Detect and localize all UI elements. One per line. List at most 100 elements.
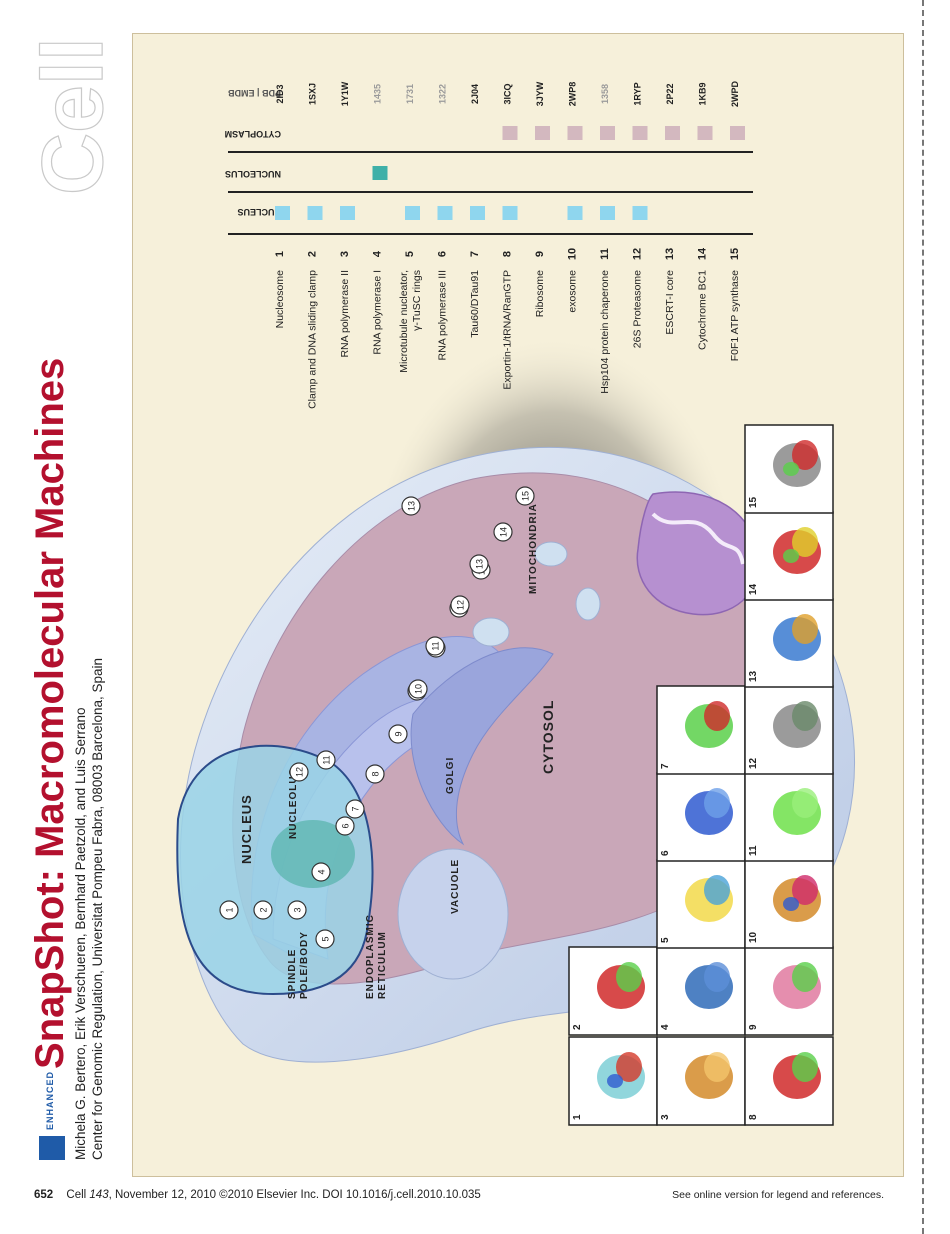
structure-image xyxy=(792,962,818,992)
cell-marker-label: 9 xyxy=(394,731,404,736)
structure-image xyxy=(704,788,730,818)
page-number: 652 xyxy=(34,1189,54,1201)
cell-marker-label: 2 xyxy=(259,907,269,912)
row-number: 5 xyxy=(404,251,416,257)
row-number: 7 xyxy=(469,251,481,257)
structure-image xyxy=(616,1052,642,1082)
enhanced-label: ENHANCED xyxy=(45,1070,55,1130)
thumbnail-number: 3 xyxy=(660,1114,671,1120)
structure-thumbnail: 8 xyxy=(744,1036,834,1126)
cell-marker: 12 xyxy=(289,762,309,782)
cell-marker: 11 xyxy=(425,636,445,656)
pdb-code: 1RYP xyxy=(633,82,643,105)
row-name: RNA polymerase I xyxy=(372,270,384,355)
title-block: ENHANCEDSnapShot: Macromolecular Machine… xyxy=(28,358,118,1180)
pdb-code: 3JYW xyxy=(535,81,545,106)
row-name: RNA polymerase II xyxy=(339,270,351,358)
row-number: 12 xyxy=(632,248,644,260)
structure-thumbnail: 2 xyxy=(568,946,658,1036)
header-pdb-emdb: PDB | EMDB xyxy=(227,88,281,98)
header-nucleus: NUCLEUS xyxy=(237,207,281,217)
nucleus-marker xyxy=(470,206,485,220)
citation-rest: , November 12, 2010 ©2010 Elsevier Inc. … xyxy=(108,1189,481,1201)
structure-image xyxy=(704,962,730,992)
structure-thumbnail: 7 xyxy=(656,685,746,775)
cell-marker: 6 xyxy=(335,816,355,836)
structure-image xyxy=(792,788,818,818)
label-nucleus: NUCLEUS xyxy=(239,794,254,864)
structure-thumbnail: 3 xyxy=(656,1036,746,1126)
cell-marker: 11 xyxy=(316,750,336,770)
cell-marker: 1 xyxy=(219,900,239,920)
label-spindle-2: POLE/BODY xyxy=(299,931,310,999)
row-number: 3 xyxy=(339,251,351,257)
cell-marker-label: 5 xyxy=(321,936,331,941)
cytoplasm-marker xyxy=(600,126,615,140)
row-number: 15 xyxy=(729,248,741,260)
label-spindle: SPINDLE xyxy=(287,949,298,999)
cell-marker: 5 xyxy=(315,929,335,949)
structure-image xyxy=(792,1052,818,1082)
structure-thumbnail: 6 xyxy=(656,772,746,862)
enhanced-icon xyxy=(39,1136,65,1160)
structure-image xyxy=(792,440,818,470)
structure-thumbnail: 1 xyxy=(568,1036,658,1126)
nucleus-marker xyxy=(437,206,453,220)
cell-marker-label: 11 xyxy=(431,641,441,650)
cell-marker-label: 12 xyxy=(456,600,466,610)
cell-marker-label: 14 xyxy=(499,527,509,537)
article-title: ENHANCEDSnapShot: Macromolecular Machine… xyxy=(28,358,72,1160)
row-number: 4 xyxy=(372,250,384,257)
pdb-code: 2WP8 xyxy=(568,82,578,107)
cytoplasm-marker xyxy=(632,126,648,140)
cell-marker-label: 3 xyxy=(293,907,303,912)
cell-marker-label: 13 xyxy=(475,559,485,569)
structure-image xyxy=(783,462,799,476)
pdb-code: 2ID3 xyxy=(275,84,285,103)
title-text: SnapShot: Macromolecular Machines xyxy=(28,357,72,1069)
row-name: Cytochrome BC1 xyxy=(697,270,709,350)
structure-image xyxy=(792,527,818,557)
pdb-code: 1322 xyxy=(438,84,448,104)
structure-thumbnail: 4 xyxy=(656,946,746,1036)
structure-image xyxy=(792,875,818,905)
row-name: ESCRT-I core xyxy=(664,270,676,335)
pdb-code: 3ICQ xyxy=(503,83,513,104)
nucleus-marker xyxy=(275,206,290,220)
structure-thumbnail: 9 xyxy=(744,946,834,1036)
structure-thumbnail: 10 xyxy=(744,859,834,949)
structure-thumbnail: 12 xyxy=(744,685,834,775)
nucleolus-marker xyxy=(372,166,388,180)
cell-marker: 4 xyxy=(311,862,331,882)
label-er-2: RETICULUM xyxy=(377,931,388,999)
cytoplasm-marker xyxy=(730,126,745,140)
structure-image xyxy=(704,875,730,905)
row-name: Hsp104 protein chaperone xyxy=(599,270,611,394)
cell-marker: 9 xyxy=(388,724,408,744)
pdb-code: 1KB9 xyxy=(698,82,708,105)
authors: Michela G. Bertero, Erik Verschueren, Be… xyxy=(73,707,88,1161)
thumbnail-number: 9 xyxy=(748,1024,759,1030)
thumbnail-number: 14 xyxy=(748,583,759,595)
row-number: 14 xyxy=(697,247,709,260)
structure-thumbnail: 11 xyxy=(744,772,834,862)
nucleolus xyxy=(271,820,355,888)
golgi-apparatus xyxy=(410,647,554,846)
vesicle xyxy=(575,587,601,621)
row-name: Tau60/DTau91 xyxy=(469,270,481,338)
cytoplasm-marker xyxy=(535,126,550,140)
cell-logo-text: Cell xyxy=(25,37,108,195)
structure-image xyxy=(792,614,818,644)
cell-marker-label: 11 xyxy=(322,755,332,764)
page-footer: 652 Cell 143, November 12, 2010 ©2010 El… xyxy=(34,1189,884,1207)
cell-journal-logo: Cell xyxy=(24,37,108,196)
cell-marker-label: 12 xyxy=(295,767,305,777)
label-nucleolus: NUCLEOLUS xyxy=(288,768,299,839)
